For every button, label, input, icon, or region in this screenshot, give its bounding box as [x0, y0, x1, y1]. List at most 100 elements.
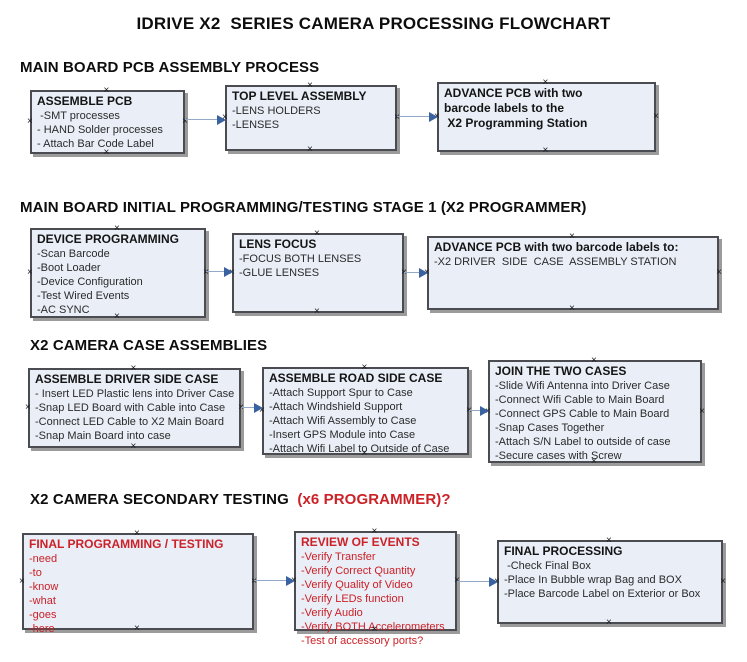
section-heading-text: MAIN BOARD PCB ASSEMBLY PROCESS — [20, 59, 320, 76]
connection-handle-icon: × — [27, 267, 33, 278]
box-title: TOP LEVEL ASSEMBLY — [232, 89, 367, 103]
box-title: ASSEMBLE PCB — [37, 94, 133, 108]
box-items: - Insert LED Plastic lens into Driver Ca… — [35, 387, 235, 443]
connection-handle-icon: × — [27, 116, 33, 127]
flow-box-review-of-events: REVIEW OF EVENTS -Verify Transfer-Verify… — [291, 527, 460, 648]
arrowhead-icon — [217, 115, 226, 125]
box-item: -Connect GPS Cable to Main Board — [495, 408, 670, 420]
box-item: -Verify Quality of Video — [301, 579, 413, 591]
flow-arrow — [469, 406, 489, 416]
flow-box-lens-focus: LENS FOCUS -FOCUS BOTH LENSES-GLUE LENSE… — [229, 229, 407, 317]
connection-handle-icon: × — [699, 405, 705, 417]
box-title: DEVICE PROGRAMMING — [37, 232, 180, 246]
section-heading-pcb-assembly: MAIN BOARD PCB ASSEMBLY PROCESS — [20, 59, 319, 76]
connection-handle-icon: × — [307, 144, 313, 155]
box-item: -Snap LED Board with Cable into Case — [35, 402, 226, 414]
arrowhead-icon — [429, 112, 438, 122]
connection-handle-icon: × — [606, 617, 612, 628]
box-item: -Check Final Box — [504, 560, 591, 572]
box-item: - Insert LED Plastic lens into Driver Ca… — [35, 388, 235, 400]
box-item: -know — [29, 581, 59, 593]
flow-box-join-the-two-cases: JOIN THE TWO CASES -Slide Wifi Antenna i… — [485, 356, 705, 467]
connector-line — [254, 580, 288, 581]
box-title: REVIEW OF EVENTS — [301, 535, 420, 549]
section-heading-case-assemblies: X2 CAMERA CASE ASSEMBLIES — [30, 337, 267, 354]
flow-arrow — [185, 115, 226, 125]
section-heading-text: MAIN BOARD INITIAL PROGRAMMING/TESTING S… — [20, 199, 587, 216]
box-items: -SMT processes - HAND Solder processes - A… — [37, 109, 179, 151]
box-item: - HAND Solder processes — [37, 124, 163, 136]
box-items: -X2 DRIVER SIDE CASE ASSEMBLY STATION — [434, 255, 713, 269]
box-title: ASSEMBLE DRIVER SIDE CASE — [35, 372, 219, 386]
flow-arrow — [241, 403, 263, 413]
box-title: JOIN THE TWO CASES — [495, 364, 627, 378]
box-items: -need-to-know-what-goes-here — [29, 552, 248, 636]
box-item: -Test Wired Events — [37, 290, 130, 302]
box-item: -Verify Correct Quantity — [301, 565, 416, 577]
box-title: ADVANCE PCB with two barcode labels to t… — [444, 86, 588, 130]
box-item: -Attach S/N Label to outside of case — [495, 436, 671, 448]
section-heading-text: X2 CAMERA CASE ASSEMBLIES — [30, 337, 268, 354]
section-heading-secondary-testing: X2 CAMERA SECONDARY TESTING (x6 PROGRAMM… — [30, 491, 451, 508]
box-item: -Boot Loader — [37, 262, 101, 274]
box-item: -here — [29, 623, 55, 635]
flow-arrow — [206, 267, 233, 277]
connection-handle-icon: × — [130, 441, 137, 452]
connection-handle-icon: × — [653, 111, 659, 122]
box-item: -SMT processes — [37, 110, 120, 122]
box-item: -LENSES — [232, 119, 280, 131]
box-title: FINAL PROGRAMMING / TESTING — [29, 537, 224, 551]
arrowhead-icon — [489, 577, 498, 587]
box-item: -Place In Bubble wrap Bag and BOX — [504, 574, 682, 586]
connector-line — [457, 581, 491, 582]
flow-arrow — [254, 576, 295, 586]
box-items: -Attach Support Spur to Case-Attach Wind… — [269, 386, 463, 456]
connection-handle-icon: × — [25, 402, 31, 413]
box-item: -need — [29, 553, 58, 565]
box-item: -Device Configuration — [37, 276, 143, 288]
box-item: -LENS HOLDERS — [232, 105, 321, 117]
box-item: -AC SYNC — [37, 304, 90, 316]
box-title: FINAL PROCESSING — [504, 544, 623, 558]
box-items: -Scan Barcode -Boot Loader -Device Configu… — [37, 247, 200, 317]
flow-arrow — [457, 577, 498, 587]
box-item: -Scan Barcode — [37, 248, 110, 260]
flow-arrow — [397, 112, 438, 122]
flow-box-advance-to-case-assembly: ADVANCE PCB with two barcode labels to: … — [424, 232, 722, 314]
connection-handle-icon: × — [314, 306, 320, 317]
box-item: -FOCUS BOTH LENSES — [239, 253, 362, 265]
connector-line — [185, 119, 219, 120]
box-item: -Secure cases with Screw — [495, 450, 622, 462]
connection-handle-icon: × — [716, 267, 722, 278]
page-title: IDRIVE X2 SERIES CAMERA PROCESSING FLOWC… — [136, 14, 611, 33]
box-title: LENS FOCUS — [239, 237, 317, 251]
box-items: -FOCUS BOTH LENSES-GLUE LENSES — [239, 252, 398, 280]
connector-line — [206, 271, 226, 272]
arrowhead-icon — [224, 267, 233, 277]
arrowhead-icon — [286, 576, 295, 586]
box-item: -Connect LED Cable to X2 Main Board — [35, 416, 224, 428]
box-item: -Connect Wifi Cable to Main Board — [495, 394, 665, 406]
box-item: -Slide Wifi Antenna into Driver Case — [495, 380, 670, 392]
flow-box-top-level-assembly: TOP LEVEL ASSEMBLY -LENS HOLDERS-LENSES … — [222, 81, 400, 155]
box-items: -Verify Transfer-Verify Correct Quantity… — [301, 550, 451, 648]
box-item: -Attach Wifi Assembly to Case — [269, 415, 417, 427]
box-items: -Slide Wifi Antenna into Driver Case -Con… — [495, 379, 696, 463]
flow-box-final-programming-testing: FINAL PROGRAMMING / TESTING -need -to -kno… — [19, 529, 257, 636]
box-item: - Attach Bar Code Label — [37, 138, 154, 150]
box-title: ADVANCE PCB with two barcode labels to: — [434, 240, 679, 254]
box-item: -to — [29, 567, 42, 579]
flow-arrow — [404, 268, 428, 278]
section-heading-initial-programming: MAIN BOARD INITIAL PROGRAMMING/TESTING S… — [20, 199, 587, 216]
box-items: -LENS HOLDERS -LENSES — [232, 104, 391, 132]
arrowhead-icon — [480, 406, 489, 416]
box-item: -Snap Cases Together — [495, 422, 605, 434]
connector-line — [241, 407, 256, 408]
box-item: -X2 DRIVER SIDE CASE ASSEMBLY STATION — [434, 256, 677, 268]
connection-handle-icon: × — [19, 575, 25, 587]
box-item: -what — [29, 595, 56, 607]
arrowhead-icon — [419, 268, 428, 278]
section-heading-highlight: (x6 PROGRAMMER)? — [297, 491, 451, 508]
box-item: -Verify LEDs function — [301, 593, 404, 605]
connector-line — [469, 410, 482, 411]
